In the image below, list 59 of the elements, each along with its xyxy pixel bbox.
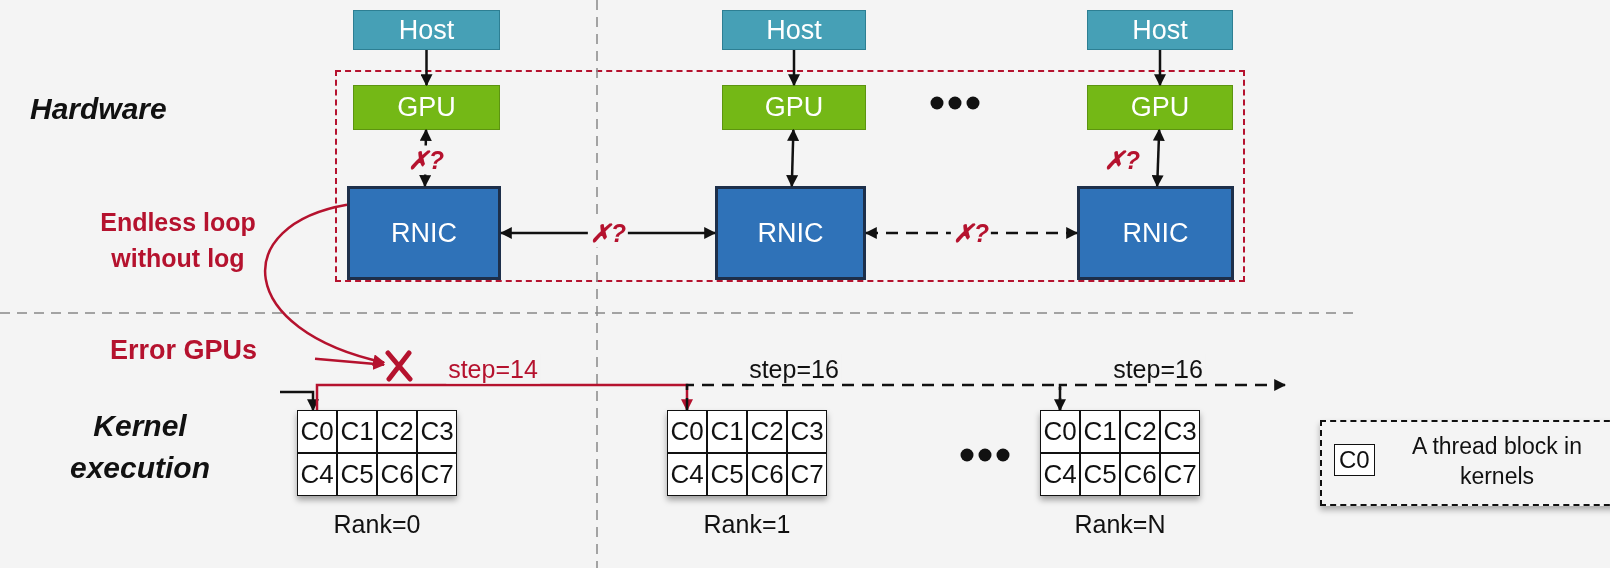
thread-block-grid — [667, 410, 827, 496]
edge-label: Endless loop without log — [99, 206, 257, 274]
host-box: Host — [722, 10, 866, 50]
thread-block-cell: C4 — [297, 453, 337, 496]
section-label: Kernel execution — [68, 408, 211, 486]
host-box: Host — [1087, 10, 1233, 50]
arrow — [264, 203, 386, 366]
arrow — [280, 390, 319, 412]
cross-mark-icon — [384, 350, 414, 382]
thread-block-cell: C5 — [707, 453, 747, 496]
thread-block-cell: C4 — [1040, 453, 1080, 496]
legend-text: A thread block in kernels — [1410, 432, 1584, 491]
arrow — [1151, 128, 1165, 188]
thread-block-grid — [297, 410, 457, 496]
gpu-box: GPU — [722, 85, 866, 130]
legend-sample: C0 — [1334, 444, 1375, 476]
arrow — [685, 383, 1066, 412]
thread-block-cell: C1 — [707, 410, 747, 453]
thread-block-grid — [1040, 410, 1200, 496]
network-card-box: RNIC — [715, 186, 866, 280]
thread-block-cell: C3 — [1160, 410, 1200, 453]
thread-block-cell: C3 — [417, 410, 457, 453]
rank-label: Rank=N — [1073, 510, 1167, 539]
network-card-box: RNIC — [1077, 186, 1234, 280]
thread-block-cell: C5 — [337, 453, 377, 496]
host-box: Host — [353, 10, 500, 50]
thread-block-cell: C0 — [297, 410, 337, 453]
thread-block-cell: C2 — [1120, 410, 1160, 453]
arrow — [1154, 50, 1166, 87]
gpu-box: GPU — [1087, 85, 1233, 130]
thread-block-cell: C1 — [1080, 410, 1120, 453]
thread-block-cell: C6 — [747, 453, 787, 496]
arrow — [314, 357, 386, 370]
arrow — [786, 128, 800, 188]
thread-block-cell: C5 — [1080, 453, 1120, 496]
thread-block-cell: C0 — [667, 410, 707, 453]
rank-label: Rank=0 — [332, 510, 422, 539]
annotation-text: Error GPUs — [110, 330, 315, 370]
thread-block-cell: C6 — [377, 453, 417, 496]
network-card-box: RNIC — [347, 186, 501, 280]
thread-block-cell: C7 — [1160, 453, 1200, 496]
thread-block-cell: C6 — [1120, 453, 1160, 496]
thread-block-cell: C0 — [1040, 410, 1080, 453]
dashed-group-outline — [335, 70, 1245, 282]
arrow — [420, 50, 433, 87]
thread-block-cell: C1 — [337, 410, 377, 453]
thread-block-cell: C7 — [417, 453, 457, 496]
arrow — [1058, 379, 1287, 410]
rank-label: Rank=1 — [702, 510, 792, 539]
thread-block-cell: C2 — [747, 410, 787, 453]
gpu-box: GPU — [353, 85, 500, 130]
edge-label: ✗? — [587, 218, 629, 248]
thread-block-cell: C3 — [787, 410, 827, 453]
arrow — [788, 50, 800, 87]
thread-block-cell: C4 — [667, 453, 707, 496]
thread-block-cell: C2 — [377, 410, 417, 453]
arrow — [315, 383, 693, 412]
section-label: Hardware — [30, 92, 168, 126]
thread-block-cell: C7 — [787, 453, 827, 496]
